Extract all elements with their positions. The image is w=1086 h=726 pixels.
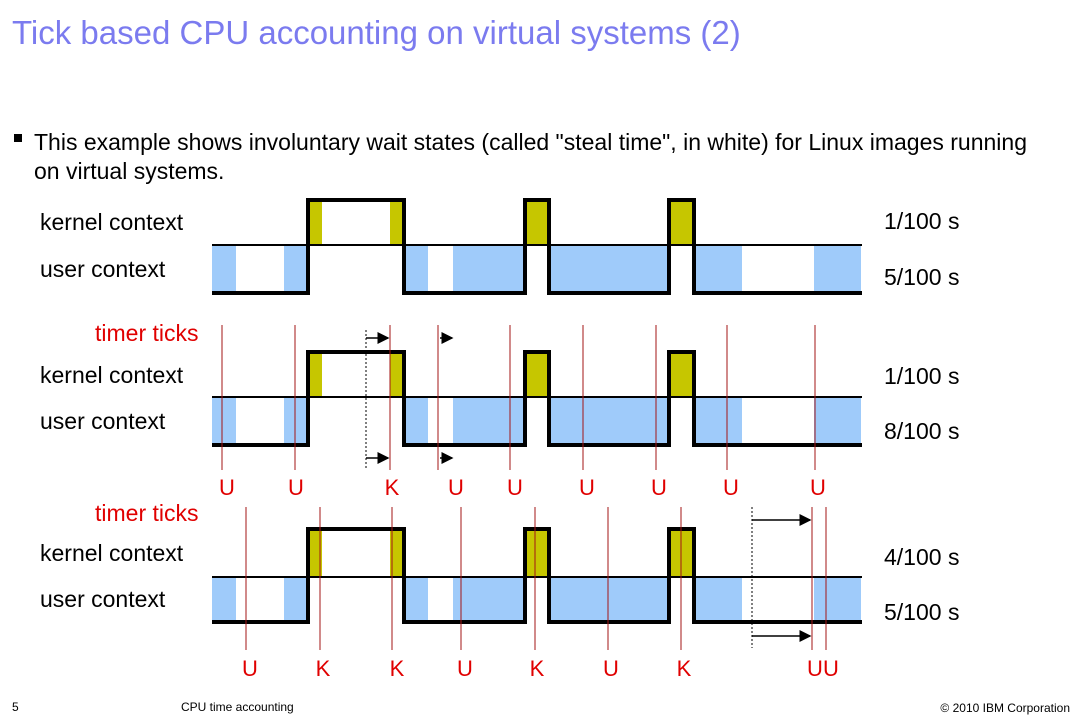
tick-mark-label: K: [677, 656, 692, 681]
user-run-segment: [404, 246, 428, 293]
kernel-run-segment: [525, 529, 549, 576]
timer-ticks-label: timer ticks: [95, 320, 199, 346]
user-run-segment: [549, 246, 669, 293]
user-run-segment: [212, 578, 236, 623]
tick-lines: [245, 507, 827, 650]
user-time-value: 5/100 s: [884, 264, 959, 290]
kernel-run-segment: [308, 529, 322, 576]
user-run-segment: [814, 398, 861, 445]
user-run-segment: [284, 398, 308, 445]
tick-mark-label: U: [579, 475, 595, 500]
kernel-context-label: kernel context: [40, 362, 184, 388]
tick-mark-label: U: [242, 656, 258, 681]
footer-topic: CPU time accounting: [181, 700, 294, 714]
slide-title: Tick based CPU accounting on virtual sys…: [12, 14, 741, 51]
kernel-run-segment: [390, 529, 404, 576]
tick-mark-label: K: [530, 656, 545, 681]
user-run-segment: [404, 578, 428, 623]
user-run-segment: [453, 246, 525, 293]
tick-mark-label: U: [823, 656, 839, 681]
user-run-segment: [694, 398, 742, 445]
timer-ticks-label: timer ticks: [95, 500, 199, 526]
tick-mark-label: U: [457, 656, 473, 681]
kernel-run-segment: [525, 200, 549, 245]
state-waveform: [212, 350, 862, 447]
kernel-time-value: 1/100 s: [884, 208, 959, 234]
user-time-value: 8/100 s: [884, 418, 959, 444]
user-run-segment: [549, 398, 669, 445]
kernel-run-segment: [308, 352, 322, 397]
kernel-run-segment: [525, 352, 549, 397]
user-time-value: 5/100 s: [884, 599, 959, 625]
kernel-run-segment: [308, 200, 322, 245]
user-run-segment: [212, 398, 236, 445]
kernel-run-segment: [390, 352, 404, 397]
user-run-segment: [814, 578, 861, 623]
panel-1: kernel context user context 1/100 s 5/10…: [40, 198, 959, 295]
user-run-segment: [814, 246, 861, 293]
tick-mark-label: U: [507, 475, 523, 500]
user-run-segment: [453, 578, 525, 623]
footer-copyright: © 2010 IBM Corporation: [940, 701, 1070, 715]
user-run-segment: [549, 578, 669, 623]
panel-2: timer ticks kernel context user context …: [40, 320, 959, 500]
tick-mark-labels: U U K U U U U U U: [219, 475, 826, 500]
tick-mark-label: K: [385, 475, 400, 500]
kernel-time-value: 1/100 s: [884, 363, 959, 389]
bullet-text: This example shows involuntary wait stat…: [34, 129, 1027, 184]
user-context-label: user context: [40, 586, 166, 612]
user-run-segment: [284, 578, 308, 623]
tick-mark-label: U: [219, 475, 235, 500]
user-run-segment: [404, 398, 428, 445]
tick-mark-labels: U K K U K U K U U: [242, 656, 839, 681]
user-run-segment: [284, 246, 308, 293]
tick-mark-label: U: [603, 656, 619, 681]
tick-mark-label: U: [651, 475, 667, 500]
kernel-run-segment: [669, 200, 694, 245]
kernel-context-label: kernel context: [40, 209, 184, 235]
state-waveform: [212, 527, 862, 624]
tick-mark-label: U: [723, 475, 739, 500]
page-number: 5: [12, 700, 19, 714]
user-run-segment: [212, 246, 236, 293]
kernel-run-segment: [390, 200, 404, 245]
user-run-segment: [453, 398, 525, 445]
user-context-label: user context: [40, 408, 166, 434]
user-run-segment: [694, 246, 742, 293]
state-waveform: [212, 198, 862, 295]
kernel-time-value: 4/100 s: [884, 544, 959, 570]
panel-3: timer ticks kernel context user context …: [40, 500, 959, 681]
kernel-context-label: kernel context: [40, 540, 184, 566]
user-run-segment: [694, 578, 742, 623]
kernel-run-segment: [669, 352, 694, 397]
tick-mark-label: U: [448, 475, 464, 500]
tick-mark-label: U: [807, 656, 823, 681]
user-context-label: user context: [40, 256, 166, 282]
tick-mark-label: U: [288, 475, 304, 500]
tick-mark-label: U: [810, 475, 826, 500]
tick-mark-label: K: [316, 656, 331, 681]
tick-lines: [221, 325, 816, 470]
bullet-marker: [14, 134, 22, 142]
tick-mark-label: K: [390, 656, 405, 681]
